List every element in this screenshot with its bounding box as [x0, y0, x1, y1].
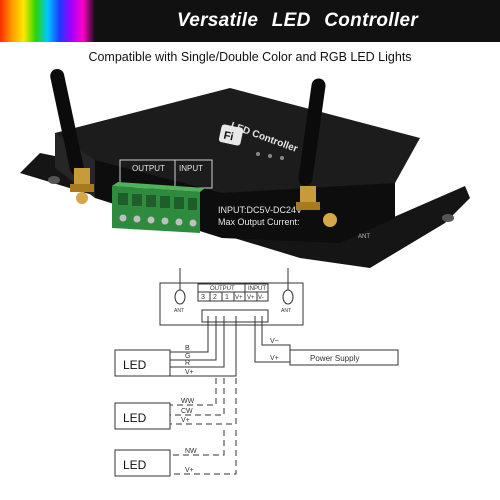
device-spec-line-1: INPUT:DC5V-DC24V: [218, 205, 302, 215]
device-output-label: OUTPUT: [132, 164, 165, 173]
status-led: [268, 154, 272, 158]
wire-v-plus-single: [170, 430, 237, 475]
wire-cw: [170, 378, 225, 416]
controller-front-face: [95, 160, 395, 243]
subtitle: Compatible with Single/Double Color and …: [88, 50, 412, 64]
terminal-label: 3: [201, 294, 205, 301]
mount-hole-left: [48, 176, 60, 184]
wire-v-plus-rgb: [170, 316, 237, 377]
led-rgb-label: LED: [123, 358, 147, 372]
wire-label: WW: [181, 398, 195, 405]
diagram-input-label: INPUT: [248, 286, 266, 292]
green-terminal-block: [112, 182, 205, 233]
led-dual-box: [114, 402, 171, 430]
led-single-box: [114, 449, 171, 477]
wire-label: G: [185, 353, 190, 360]
device-spec-line-2: Max Output Current:: [218, 217, 300, 227]
led-dual-label: LED: [123, 411, 147, 425]
wire-v-plus-dual: [170, 378, 237, 425]
led-rgb-box: [114, 349, 171, 377]
diagram-ant-right-label: ANT: [281, 308, 291, 314]
power-supply-label: Power Supply: [310, 354, 359, 363]
banner-title: Versatile LED Controller: [176, 10, 419, 31]
wire-v-minus: [261, 316, 270, 346]
wifi-badge-text: Fi: [222, 130, 234, 144]
wire-label: NW: [185, 448, 197, 455]
device-input-label: INPUT: [179, 164, 203, 173]
power-supply-box: [289, 349, 399, 366]
wire-b: [170, 316, 209, 353]
wire-r: [170, 316, 225, 368]
wire-label: CW: [181, 408, 193, 415]
wire-g: [170, 316, 217, 361]
rainbow-strip: [0, 0, 95, 42]
wire-label: B: [185, 345, 190, 352]
header-banner: Versatile LED Controller: [0, 0, 500, 42]
wiring-diagram: ANT ANT OUTPUT INPUT 3 2 1 V+ V+ V- V− V…: [114, 268, 399, 477]
antenna-left: [50, 69, 94, 204]
led-single-label: LED: [123, 458, 147, 472]
wire-label: V+: [185, 467, 194, 474]
mount-hole-right: [442, 214, 454, 222]
terminal-label: 1: [225, 294, 229, 301]
diagram-controller-outline: [159, 282, 304, 326]
status-led: [280, 156, 284, 160]
terminal-label: V+: [235, 295, 243, 301]
diagram-antenna-right: [282, 289, 294, 305]
diagram-output-label: OUTPUT: [210, 286, 235, 292]
wire-v-plus-psu: [254, 316, 290, 363]
wire-label: V+: [181, 417, 190, 424]
diagram-antenna-left: [174, 289, 186, 305]
antenna-connector-right: [323, 213, 337, 227]
device-ant-label: ANT: [358, 234, 370, 240]
diagram-connector-block: [201, 309, 269, 323]
v-minus-label: V−: [270, 338, 279, 345]
diagram-ant-left-label: ANT: [174, 308, 184, 314]
antenna-right: [296, 78, 326, 210]
wifi-badge: [218, 124, 244, 146]
terminal-label: V+: [247, 295, 255, 301]
v-plus-label: V+: [270, 355, 279, 362]
terminal-label: 2: [213, 294, 217, 301]
controller-photo: LED Controller Fi OUTPUT INPUT INPUT:DC5…: [20, 69, 470, 268]
terminal-label: V-: [258, 295, 264, 301]
wire-nw: [170, 430, 225, 456]
status-led: [256, 152, 260, 156]
wire-label: V+: [185, 369, 194, 376]
wire-label: R: [185, 360, 190, 367]
